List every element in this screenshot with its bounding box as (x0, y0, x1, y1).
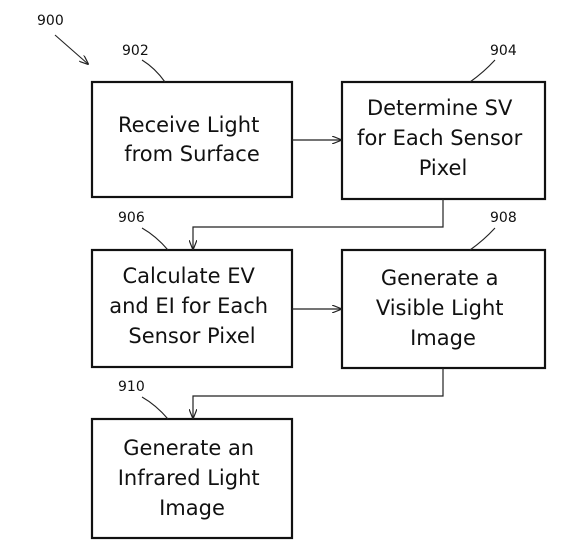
step-902-line-1: Receive Light (118, 113, 259, 137)
step-908-text: Generate a Visible Light Image (376, 266, 510, 350)
step-904-line-3: Pixel (419, 156, 468, 180)
step-906-text: Calculate EV and EI for Each Sensor Pixe… (109, 264, 275, 348)
step-910-text: Generate an Infrared Light Image (118, 436, 267, 520)
step-902-leader (141, 59, 166, 83)
step-908-line-1: Generate a (381, 266, 499, 290)
step-906-leader (141, 227, 169, 251)
step-902-ref: 902 (122, 43, 149, 59)
step-box-902: Receive Light from Surface 902 (90, 43, 294, 199)
step-box-904: Determine SV for Each Sensor Pixel 904 (340, 43, 547, 201)
step-box-908: Generate a Visible Light Image 908 (340, 210, 547, 370)
step-904-leader (469, 59, 496, 83)
step-904-ref: 904 (490, 43, 517, 59)
arrow-904-to-906 (193, 199, 444, 249)
step-906-line-1: Calculate EV (122, 264, 255, 288)
figure-label: 900 (37, 13, 64, 29)
step-box-908-frame (340, 248, 547, 370)
step-904-line-1: Determine SV (367, 96, 513, 120)
step-910-ref: 910 (118, 379, 145, 395)
step-902-line-2: from Surface (124, 142, 260, 166)
step-910-line-2: Infrared Light (118, 466, 260, 490)
step-906-ref: 906 (118, 210, 145, 226)
step-908-line-3: Image (410, 326, 476, 350)
step-910-leader (141, 396, 169, 420)
step-902-text: Receive Light from Surface (118, 113, 266, 166)
step-box-910: Generate an Infrared Light Image 910 (90, 379, 294, 540)
step-904-line-2: for Each Sensor (357, 126, 523, 150)
step-908-ref: 908 (490, 210, 517, 226)
step-910-line-1: Generate an (123, 436, 254, 460)
step-908-line-2: Visible Light (376, 296, 504, 320)
step-box-902-frame (90, 80, 294, 199)
step-box-910-frame (90, 417, 294, 540)
figure-label-pointer (54, 34, 88, 64)
step-box-906: Calculate EV and EI for Each Sensor Pixe… (90, 210, 294, 369)
step-906-line-2: and EI for Each (109, 294, 268, 318)
step-904-text: Determine SV for Each Sensor Pixel (357, 96, 529, 180)
arrow-908-to-910 (193, 368, 444, 418)
step-906-line-3: Sensor Pixel (128, 324, 255, 348)
step-908-leader (469, 227, 496, 251)
step-910-line-3: Image (159, 496, 225, 520)
